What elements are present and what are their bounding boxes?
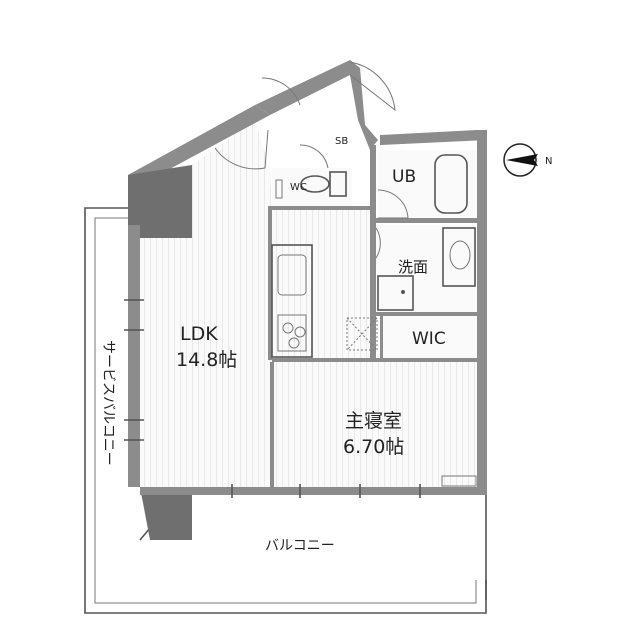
washbasin-bowl (449, 240, 471, 270)
wall-left-corner (128, 165, 192, 238)
sb-label: SB (335, 136, 348, 147)
washbasin-counter (442, 227, 476, 287)
stove-burner-2 (294, 326, 306, 338)
ub-floor (378, 150, 477, 220)
partition-wash-wic (376, 312, 477, 316)
stove-burner-1 (282, 322, 294, 334)
partition-ldk-bedroom-v (270, 362, 274, 487)
partition-ub-wash (376, 218, 477, 223)
bedroom-size-label: 6.70帖 (343, 436, 404, 458)
wall-entry (255, 60, 378, 150)
wall-right (477, 130, 487, 495)
wic-label: WIC (412, 329, 446, 349)
partition-wc-bottom (268, 206, 372, 210)
washroom-label: 洗面 (398, 258, 428, 276)
partition-core-left (370, 145, 376, 360)
wc-paper (275, 179, 283, 199)
partition-kitchen-v (268, 210, 272, 360)
kitchen-sink (277, 254, 307, 296)
kitchen-counter (271, 244, 313, 358)
fridge-space (346, 317, 378, 351)
bathtub (434, 154, 468, 214)
ub-label: UB (392, 167, 416, 187)
service-balcony-label: サービスバルコニー (100, 340, 116, 466)
stove-burner-3 (288, 337, 300, 349)
toilet-tank (329, 171, 347, 197)
stove-outline (277, 314, 307, 352)
wic-floor (380, 315, 477, 360)
wc-label: WC (290, 182, 307, 193)
toilet-bowl (300, 175, 330, 193)
ub-door-swing (377, 189, 409, 219)
wash-door-swing (375, 227, 381, 259)
wall-top-right (380, 130, 487, 145)
bedroom-label: 主寝室 (345, 410, 402, 432)
washer-drain (401, 290, 405, 294)
balcony-label: バルコニー (265, 538, 335, 554)
wall-left (128, 225, 140, 487)
wall-bottom (140, 487, 485, 495)
ldk-label: LDK (180, 323, 218, 345)
ldk-floor (140, 120, 370, 487)
wall-top-left (128, 105, 270, 185)
bedroom-floor (272, 360, 477, 487)
ldk-size-label: 14.8帖 (176, 349, 237, 371)
service-balcony-outline (84, 207, 487, 614)
entry-door-swing-2 (261, 77, 301, 106)
hall-door-swing (214, 129, 269, 170)
compass: N (503, 143, 552, 177)
wc-door-swing (299, 144, 329, 169)
partition-wic-left (380, 316, 383, 360)
bedroom-closet-mark (441, 475, 477, 487)
wc-floor (272, 168, 352, 208)
compass-north-label: N (545, 156, 552, 167)
washer-space (377, 275, 414, 311)
entry-door-swing (349, 61, 396, 112)
fridge-x-2 (346, 317, 378, 351)
compass-arrow-icon (506, 154, 538, 166)
wall-bottom-left-corner (140, 487, 192, 540)
service-balcony-inner (94, 217, 477, 604)
